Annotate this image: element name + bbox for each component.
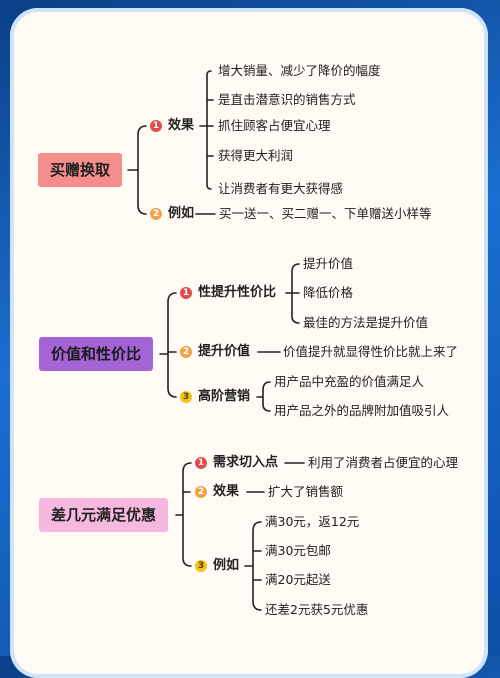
leaf-item: 满20元起送 <box>265 572 331 587</box>
leaf-item: 抓住顾客占便宜心理 <box>218 118 331 133</box>
leaf-item: 满30元，返12元 <box>265 514 360 529</box>
number-badge: 2 <box>180 346 192 358</box>
leaf-item: 利用了消费者占便宜的心理 <box>308 455 459 470</box>
leaf-item: 获得更大利润 <box>218 148 294 163</box>
number-badge: 1 <box>150 120 162 132</box>
leaf-item: 是直击潜意识的销售方式 <box>218 92 356 107</box>
leaf-item: 用产品之外的品牌附加值吸引人 <box>274 403 450 418</box>
number-badge: 2 <box>195 486 207 498</box>
root-node-few-yuan-discount: 差几元满足优惠 <box>39 498 169 532</box>
root-node-value-ratio: 价值和性价比 <box>39 337 154 371</box>
leaf-item: 满30元包邮 <box>265 543 331 558</box>
leaf-item: 还差2元获5元优惠 <box>265 602 369 617</box>
leaf-item: 用产品中充盈的价值满足人 <box>274 374 425 389</box>
number-badge: 1 <box>180 287 192 299</box>
number-badge: 3 <box>180 391 192 403</box>
number-badge: 3 <box>195 560 207 572</box>
number-badge: 2 <box>150 208 162 220</box>
leaf-item: 买一送一、买二赠一、下单赠送小样等 <box>219 206 432 221</box>
root-node-buy-gift: 买赠换取 <box>38 153 123 187</box>
leaf-item: 降低价格 <box>303 285 354 300</box>
leaf-item: 提升价值 <box>303 256 354 271</box>
leaf-item: 扩大了销售额 <box>268 484 344 499</box>
number-badge: 1 <box>195 457 207 469</box>
leaf-item: 让消费者有更大获得感 <box>218 181 344 196</box>
leaf-item: 增大销量、减少了降价的幅度 <box>218 63 381 78</box>
leaf-item: 最佳的方法是提升价值 <box>303 315 429 330</box>
leaf-item: 价值提升就显得性价比就上来了 <box>283 344 459 359</box>
